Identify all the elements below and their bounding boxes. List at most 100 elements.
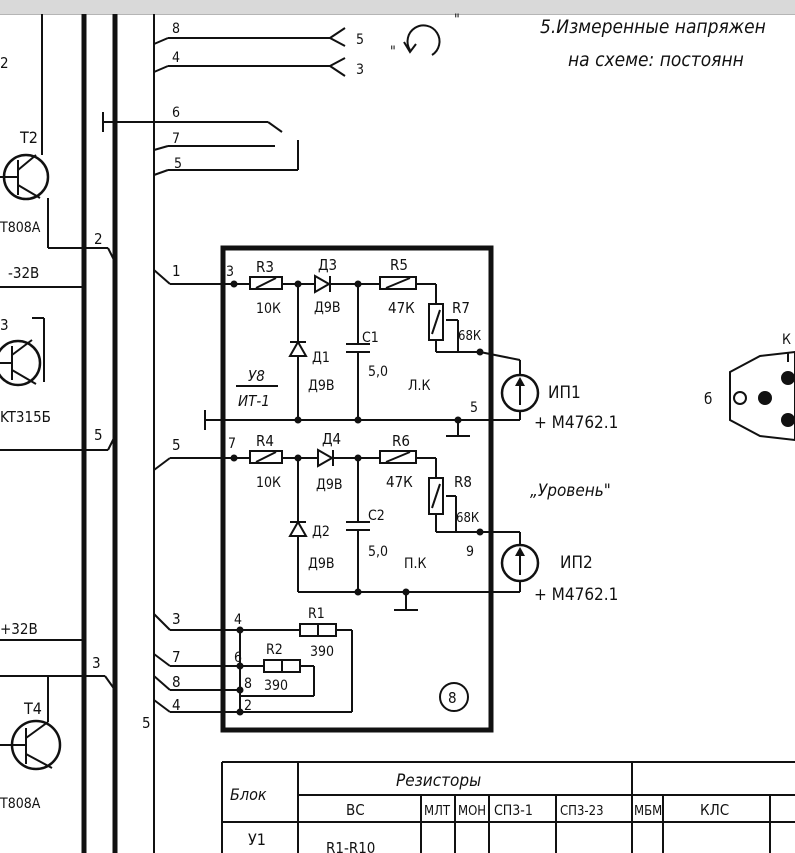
t4-ref: T4 — [23, 699, 42, 718]
wire-num-3: 3 — [92, 654, 101, 672]
d3-value: Д9В — [314, 300, 341, 316]
block-name: ИТ-1 — [238, 392, 270, 410]
conn-quote-2: " — [454, 12, 460, 28]
meter-1-ref: ИП1 — [548, 383, 581, 403]
table-subcol-mlt: МЛТ — [424, 804, 451, 819]
d4-ref: Д4 — [322, 430, 341, 448]
table-subcol-mon: МОН — [458, 804, 486, 819]
terminal-4: 4 — [234, 612, 242, 628]
parts-table — [221, 761, 795, 853]
transistor-t4 — [0, 675, 116, 771]
d4-value: Д9В — [316, 477, 343, 493]
c2-ref: C2 — [368, 508, 385, 524]
table-subcol-kls: КЛС — [700, 801, 729, 819]
transistor-kt315 — [0, 317, 45, 387]
table-row-vs: R1-R10 — [326, 839, 375, 853]
r8-value: 68К — [456, 511, 480, 526]
wire-num-2-top: 2 — [0, 54, 9, 72]
lower-channel — [234, 448, 521, 611]
block-input-8: 8 — [172, 673, 181, 691]
conn-right-pin-3: 3 — [356, 62, 364, 78]
r2-value: 390 — [264, 678, 288, 694]
wire-num-2: 2 — [94, 230, 103, 248]
r6-ref: R6 — [392, 432, 410, 450]
d2-ref: Д2 — [312, 524, 330, 540]
conn-pin-4: 4 — [172, 50, 180, 66]
r5-value: 47К — [388, 299, 415, 317]
level-label: „Уровень" — [530, 481, 611, 501]
terminal-2: 2 — [244, 698, 252, 714]
table-subcol-mbm: МБМ — [634, 804, 662, 819]
d2-value: Д9В — [308, 556, 335, 572]
r8-ref: R8 — [454, 473, 472, 491]
voltage-plus-32: +32В — [0, 620, 38, 638]
window-top-bar — [0, 0, 795, 15]
block-ref: У8 — [248, 367, 265, 385]
left-channel-label: Л.К — [408, 378, 430, 394]
r2-ref: R2 — [266, 642, 283, 658]
d1-value: Д9В — [308, 378, 335, 394]
d1-ref: Д1 — [312, 350, 330, 366]
voltage-minus-32: -32В — [8, 264, 39, 282]
r1-ref: R1 — [308, 606, 325, 622]
kt315-ref: 3 — [0, 316, 9, 334]
block-input-1: 1 — [172, 262, 181, 280]
terminal-5: 5 — [470, 400, 478, 416]
note-line-2: на схеме: постоянн — [568, 49, 744, 71]
r4-value: 10К — [256, 475, 281, 491]
round-connector-icon — [729, 350, 795, 442]
r6-value: 47К — [386, 473, 413, 491]
block-number-circle — [439, 682, 469, 712]
block-input-4: 4 — [172, 696, 181, 714]
c2-value: 5,0 — [368, 544, 388, 560]
table-col-resistors: Резисторы — [396, 771, 481, 791]
r5-ref: R5 — [390, 256, 408, 274]
d3-ref: Д3 — [318, 256, 337, 274]
conn-right-pin-5: 5 — [356, 32, 364, 48]
terminal-6: 6 — [234, 650, 242, 666]
c1-value: 5,0 — [368, 364, 388, 380]
table-row-block: У1 — [248, 830, 266, 849]
t2-ref: T2 — [19, 128, 38, 147]
transistor-t2 — [0, 140, 116, 263]
conn-pin-6: 6 — [172, 105, 180, 121]
r7-ref: R7 — [452, 299, 470, 317]
conn-quote: " — [390, 44, 396, 60]
kt315-type: KT315Б — [0, 408, 51, 426]
terminal-3: 3 — [226, 264, 234, 280]
connector-label-k: К — [782, 332, 791, 348]
conn-pin-5: 5 — [174, 156, 182, 172]
top-connector-wires — [102, 27, 346, 176]
note-line-1: 5.Измеренные напряжен — [540, 16, 766, 38]
table-subcol-sp3-23: СП3-23 — [560, 804, 604, 819]
block-input-wires — [153, 269, 300, 713]
conn-pin-7: 7 — [172, 131, 180, 147]
right-channel-label: П.К — [404, 556, 426, 572]
r3-value: 10К — [256, 301, 281, 317]
terminal-9: 9 — [466, 544, 474, 560]
t4-type: T808A — [0, 796, 41, 812]
block-frame — [220, 245, 494, 733]
block-input-3: 3 — [172, 610, 181, 628]
bottom-resistors — [239, 623, 353, 713]
t2-type: T808A — [0, 220, 41, 236]
terminal-8: 8 — [244, 676, 252, 692]
meter-ip2-icon — [500, 543, 540, 583]
meter-2-ref: ИП2 — [560, 553, 593, 573]
r4-ref: R4 — [256, 432, 274, 450]
table-col-block: Блок — [230, 785, 267, 804]
meter-2-type: + М4762.1 — [534, 585, 618, 605]
r1-value: 390 — [310, 644, 334, 660]
table-subcol-sp3-1: СП3-1 — [494, 803, 533, 819]
conn-pin-8: 8 — [172, 21, 180, 37]
r7-value: 68К — [458, 329, 482, 344]
table-subcol-vs: ВС — [346, 801, 365, 819]
c1-ref: C1 — [362, 330, 379, 346]
r3-ref: R3 — [256, 258, 274, 276]
wire-num-5: 5 — [94, 426, 103, 444]
vertical-bus — [41, 14, 155, 853]
meter-1-type: + М4762.1 — [534, 413, 618, 433]
rotate-arrow-icon — [403, 24, 441, 56]
block-number: 8 — [448, 689, 457, 707]
